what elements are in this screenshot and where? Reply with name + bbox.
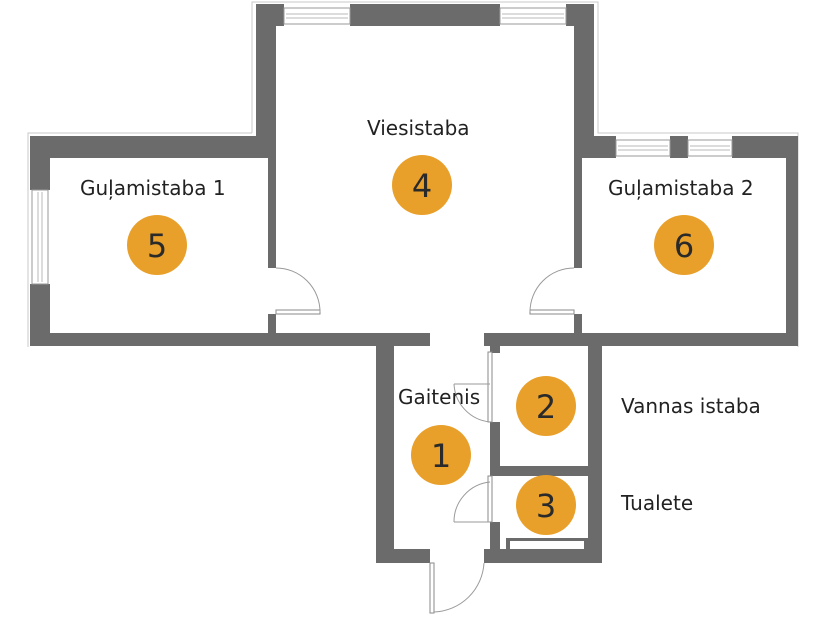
room-markers: 4 5 6 2 1 3 (127, 155, 714, 535)
room-marker-4: 4 (392, 155, 452, 215)
room-marker-3: 3 (516, 475, 576, 535)
room-number-5: 5 (147, 227, 167, 265)
room-labels: Viesistaba Guļamistaba 1 Guļamistaba 2 G… (80, 116, 761, 515)
room-marker-1: 1 (411, 425, 471, 485)
room-number-1: 1 (431, 437, 451, 475)
doors (275, 267, 575, 614)
room-number-3: 3 (536, 487, 556, 525)
room-number-6: 6 (674, 227, 694, 265)
room-marker-2: 2 (516, 376, 576, 436)
room-number-4: 4 (412, 167, 432, 205)
walls (30, 4, 798, 563)
room-marker-5: 5 (127, 215, 187, 275)
room-number-2: 2 (536, 388, 556, 426)
room-label-tualete: Tualete (620, 491, 693, 515)
room-label-viesistaba: Viesistaba (367, 116, 470, 140)
room-label-vannas-istaba: Vannas istaba (621, 394, 761, 418)
room-marker-6: 6 (654, 215, 714, 275)
room-label-gulamistaba-2: Guļamistaba 2 (608, 176, 754, 200)
windows (31, 7, 733, 285)
room-label-gaitenis: Gaitenis (398, 385, 480, 409)
room-label-gulamistaba-1: Guļamistaba 1 (80, 176, 226, 200)
